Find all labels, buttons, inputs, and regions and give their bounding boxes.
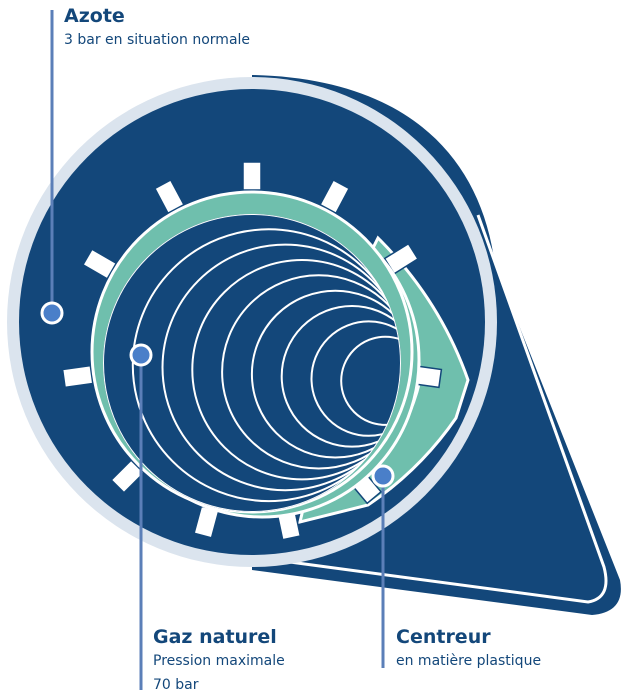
centralizer-tooth [242, 161, 262, 191]
pipe-depth-ring [340, 335, 401, 426]
label-centreur-desc: en matière plastique [396, 653, 542, 669]
pipe-depth-rings [103, 214, 401, 512]
pipe-depth-ring [310, 320, 401, 437]
label-azote-title: Azote [64, 5, 125, 27]
label-azote: Azote 3 bar en situation normale [64, 4, 250, 52]
label-gaz-naturel: Gaz naturel Pression maximale 70 bar [153, 625, 285, 697]
outer-pipe-silhouette-line [259, 214, 608, 604]
pointer-dot-centreur [371, 464, 395, 488]
centralizer [61, 161, 470, 541]
label-gaz-naturel-title: Gaz naturel [153, 626, 277, 648]
centralizer-tooth [319, 178, 351, 215]
centralizer-tooth [153, 178, 185, 215]
pipe-depth-ring [221, 274, 401, 470]
label-azote-desc: 3 bar en situation normale [64, 32, 251, 48]
pipe-depth-ring [280, 305, 401, 448]
pipe-depth-ring [191, 259, 401, 481]
pointer-dot-gaz-naturel [129, 343, 153, 367]
label-centreur: Centreur en matière plastique [396, 625, 541, 673]
label-gaz-naturel-desc-1: Pression maximale [153, 653, 285, 669]
label-gaz-naturel-desc-2: 70 bar [153, 677, 199, 693]
pipe-depth-ring [250, 289, 401, 459]
pointer-dot-azote [40, 301, 64, 325]
centralizer-tooth [81, 248, 118, 280]
label-centreur-title: Centreur [396, 626, 491, 648]
pipe-depth-ring [131, 228, 401, 503]
centralizer-tooth [61, 364, 94, 389]
pipe-depth-ring [161, 243, 401, 492]
